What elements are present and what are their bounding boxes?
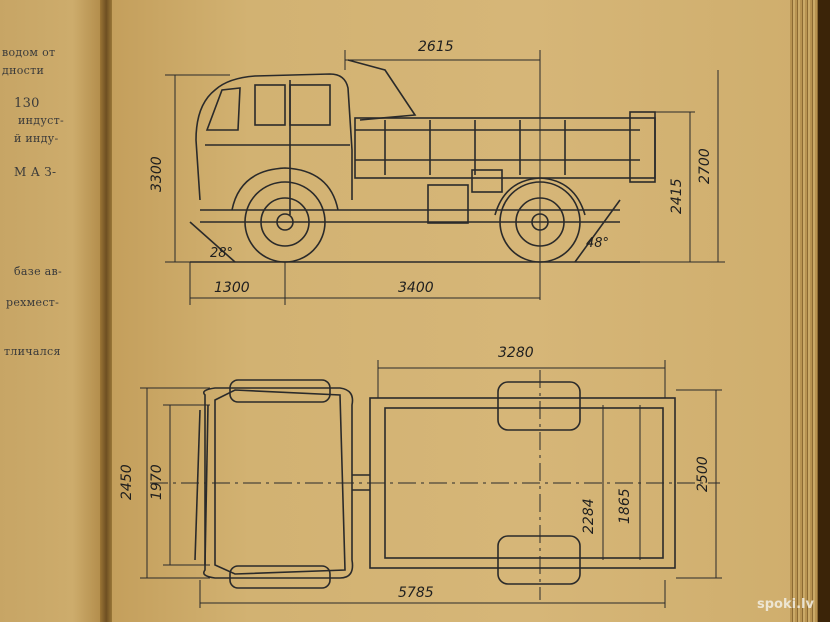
site-watermark: spoki.lv bbox=[757, 597, 814, 612]
left-page-line: водом от bbox=[2, 46, 56, 59]
left-page-line: дности bbox=[2, 64, 45, 77]
dim-label-5785: 5785 bbox=[398, 585, 434, 601]
angle-label-28: 28° bbox=[210, 246, 234, 261]
left-page-line: тличался bbox=[4, 345, 61, 358]
side-view-truck bbox=[189, 59, 656, 263]
left-page-line: М А З- bbox=[14, 165, 57, 179]
dim-label-2700: 2700 bbox=[697, 148, 713, 184]
dim-label-3300: 3300 bbox=[149, 156, 165, 192]
dim-label-2415: 2415 bbox=[669, 178, 685, 214]
right-page bbox=[112, 0, 802, 622]
dim-label-3280: 3280 bbox=[498, 345, 534, 361]
side-view-dimension-lines bbox=[165, 50, 725, 305]
dim-label-2284: 2284 bbox=[581, 498, 597, 534]
left-page-line: базе ав- bbox=[14, 265, 63, 278]
dim-label-2500: 2500 bbox=[695, 456, 711, 492]
book-gutter bbox=[100, 0, 114, 622]
dim-label-2615: 2615 bbox=[418, 39, 454, 55]
dim-label-1865: 1865 bbox=[617, 488, 633, 524]
book-binding bbox=[818, 0, 830, 622]
left-page-line: индуст- bbox=[18, 114, 64, 127]
top-view-dimension-lines bbox=[140, 360, 722, 608]
dim-label-2450: 2450 bbox=[119, 464, 135, 500]
left-page-line: 130 bbox=[14, 96, 40, 111]
dim-label-1970: 1970 bbox=[149, 464, 165, 500]
left-page bbox=[0, 0, 104, 622]
left-page-line: й инду- bbox=[14, 132, 59, 145]
dim-label-1300: 1300 bbox=[214, 280, 250, 296]
left-page-line: рехмест- bbox=[6, 296, 60, 309]
angle-label-48: 48° bbox=[586, 236, 610, 251]
dim-label-3400: 3400 bbox=[398, 280, 434, 296]
